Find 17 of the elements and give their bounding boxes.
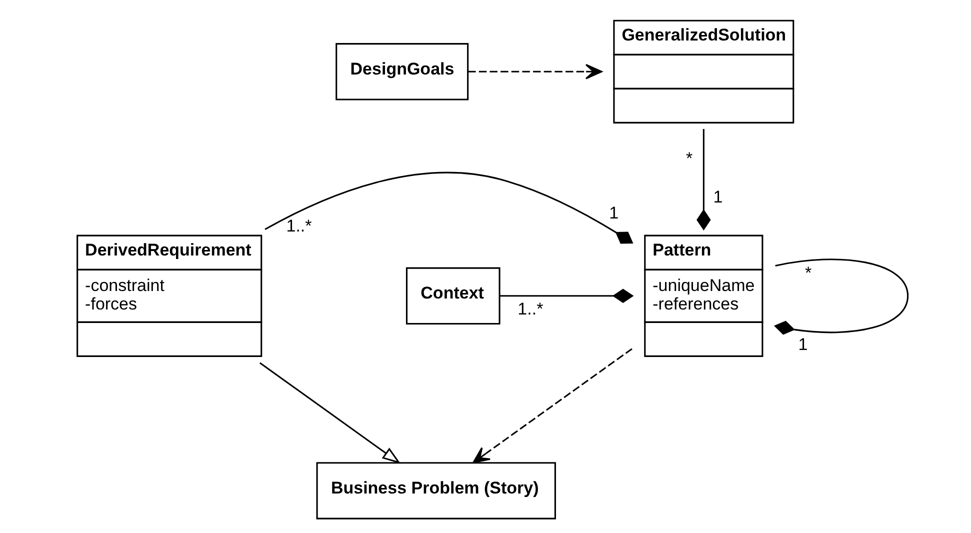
label: 1: [608, 203, 618, 222]
connector: [773, 258, 908, 335]
label: 1..*: [517, 300, 543, 319]
node-box: Context: [405, 267, 500, 324]
label: 1..*: [286, 216, 312, 236]
node-box: Business Problem (Story): [316, 462, 556, 520]
node-box: DesignGoals: [335, 43, 468, 100]
connector: [696, 128, 710, 231]
connector: [264, 172, 633, 244]
label: *: [685, 149, 692, 168]
connector: [499, 288, 634, 303]
label: 1: [798, 335, 808, 354]
arrow: [258, 362, 400, 464]
arrow: [472, 348, 632, 464]
arrow: [468, 64, 602, 80]
label: *: [804, 264, 812, 283]
label: 1: [712, 188, 722, 207]
